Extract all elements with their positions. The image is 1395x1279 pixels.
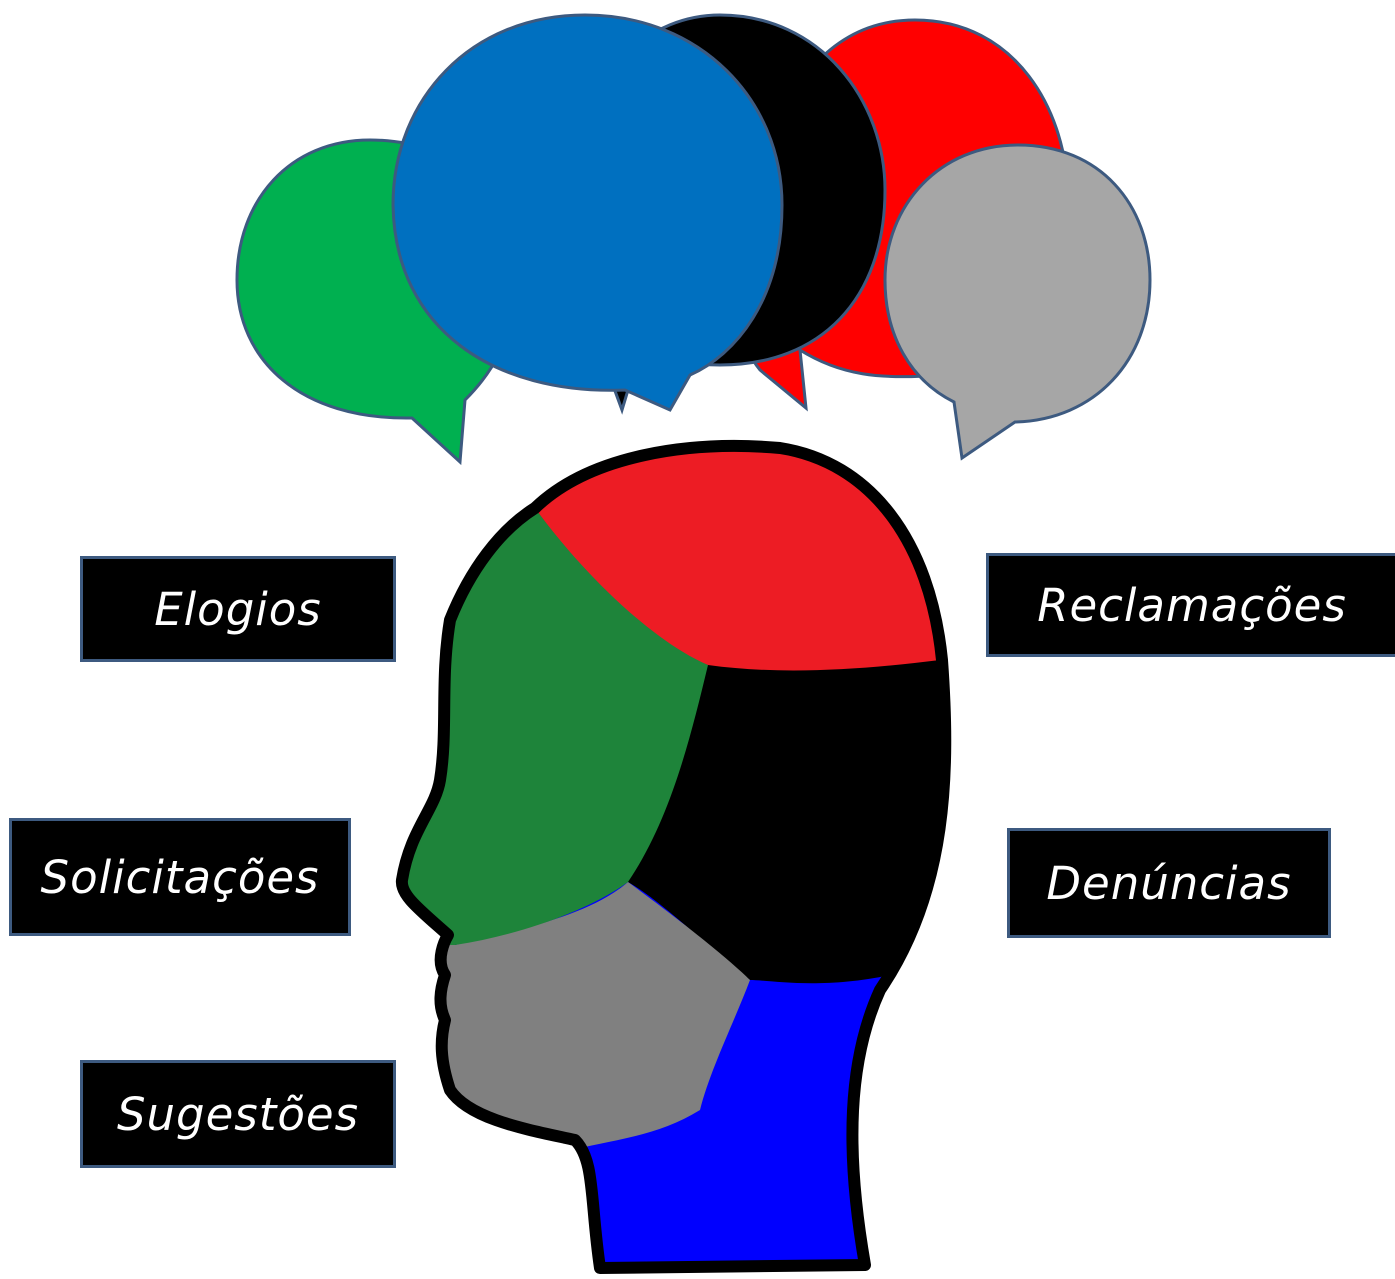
label-solicitacoes: Solicitações (9, 818, 351, 936)
label-denuncias-text: Denúncias (1046, 856, 1292, 910)
label-elogios: Elogios (80, 556, 396, 662)
label-sugestoes: Sugestões (80, 1060, 396, 1168)
label-sugestoes-text: Sugestões (116, 1087, 360, 1141)
head-silhouette-icon (395, 439, 952, 1274)
label-reclamacoes: Reclamações (986, 553, 1395, 657)
label-reclamacoes-text: Reclamações (1037, 578, 1347, 632)
label-elogios-text: Elogios (154, 582, 322, 636)
label-denuncias: Denúncias (1007, 828, 1331, 938)
speech-bubble-icon-gray (883, 143, 1152, 461)
speech-bubble-icon-blue (391, 13, 784, 412)
label-solicitacoes-text: Solicitações (40, 850, 320, 904)
